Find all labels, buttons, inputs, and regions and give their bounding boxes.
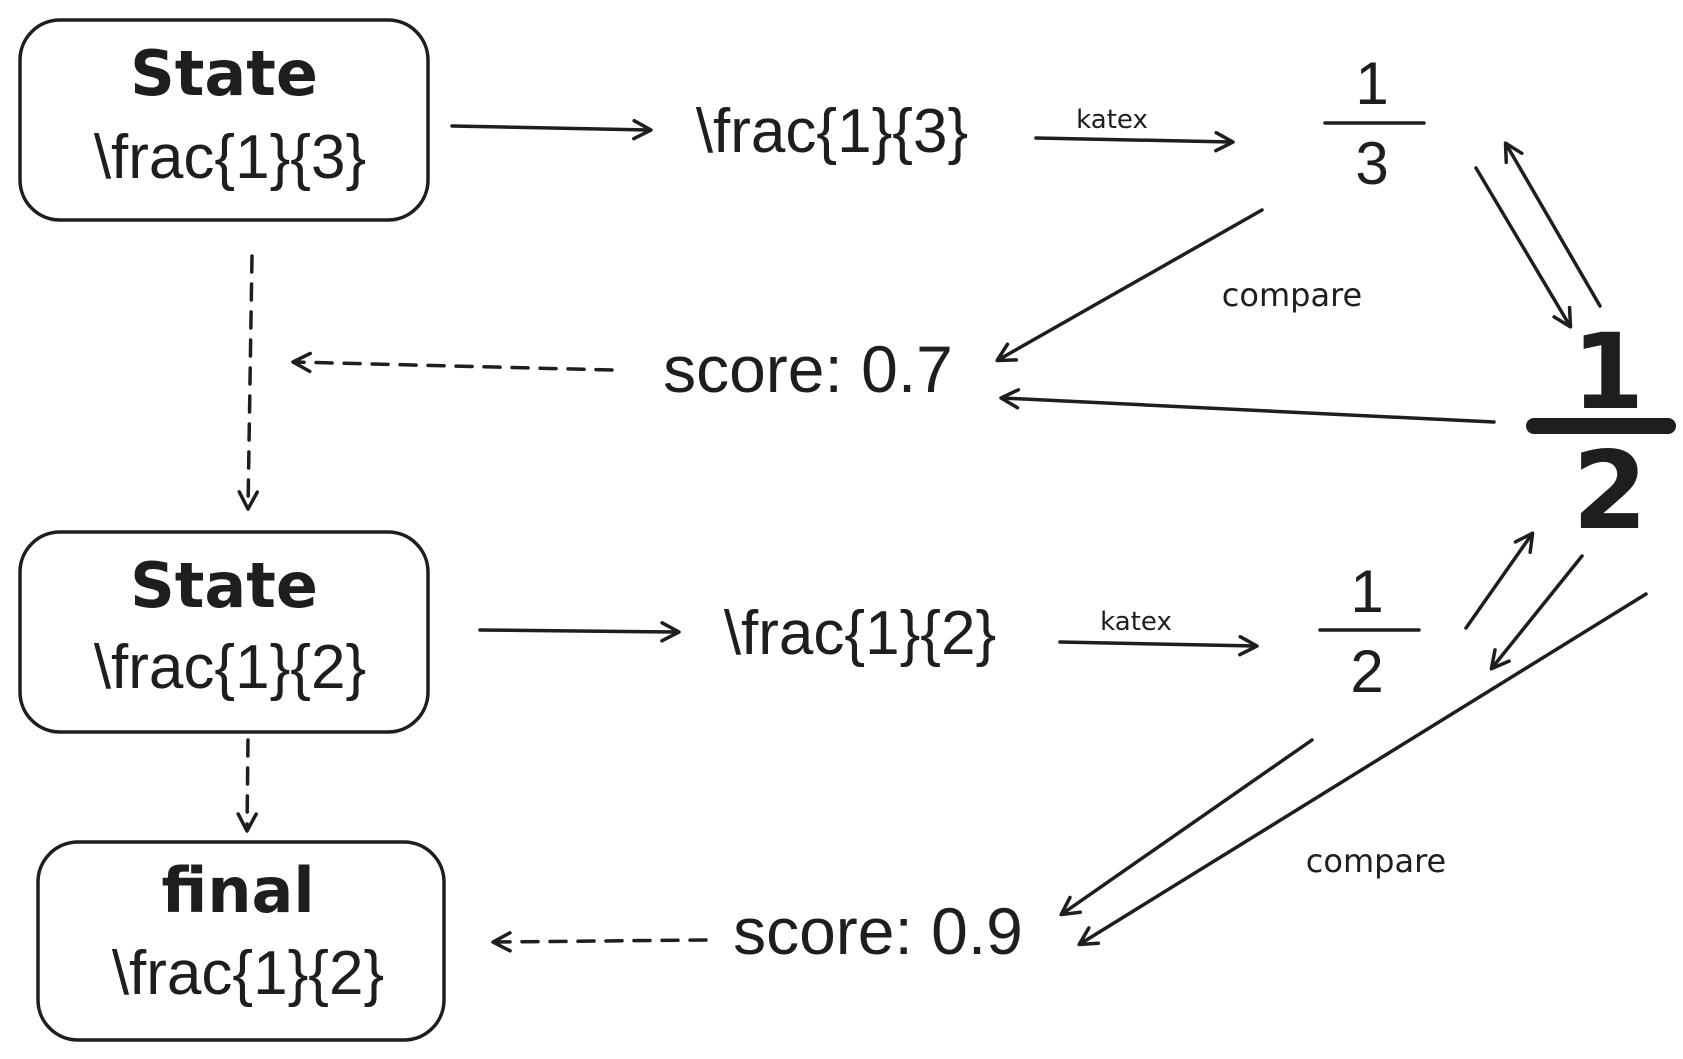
- edge-label-katex-1: katex: [1076, 105, 1148, 135]
- state-node-1-title: State: [130, 37, 318, 110]
- score-label-2: score: 0.9: [733, 894, 1023, 968]
- target-fraction-numerator: 1: [1572, 311, 1644, 433]
- rendered-fraction-1-denominator: 3: [1355, 130, 1388, 197]
- rendered-fraction-2-denominator: 2: [1350, 638, 1383, 705]
- final-node[interactable]: final \frac{1}{2}: [36, 840, 446, 1042]
- dashed-arrow-state2-to-final: [236, 738, 258, 833]
- arrow-compare-target-to-score2: [1077, 592, 1648, 947]
- arrow-compare-target-to-score1: [999, 388, 1496, 424]
- edge-label-katex-2: katex: [1100, 607, 1172, 637]
- arrow-target-to-render1: [1503, 141, 1602, 308]
- arrow-katex-2: [1058, 634, 1259, 657]
- target-fraction: 1 2: [1526, 311, 1676, 554]
- state-node-2-formula: \frac{1}{2}: [94, 633, 366, 702]
- arrow-render1-to-target: [1474, 166, 1573, 329]
- arrow-render2-to-target: [1464, 531, 1535, 630]
- edge-label-compare-2: compare: [1306, 842, 1446, 880]
- final-node-title: final: [161, 854, 314, 927]
- state-node-2-title: State: [130, 549, 318, 622]
- arrow-state2-to-latex2: [478, 621, 681, 643]
- rendered-fraction-2-numerator: 1: [1350, 558, 1383, 625]
- target-fraction-denominator: 2: [1572, 429, 1647, 554]
- arrow-compare-render2-to-score2: [1059, 738, 1314, 917]
- arrow-state1-to-latex1: [450, 118, 653, 141]
- arrow-target-to-render2: [1489, 554, 1584, 671]
- latex-source-2: \frac{1}{2}: [724, 599, 996, 668]
- dashed-arrow-score2-to-final: [491, 931, 708, 953]
- state-node-1[interactable]: State \frac{1}{3}: [18, 18, 430, 222]
- edge-label-compare-1: compare: [1222, 276, 1362, 314]
- state-node-1-formula: \frac{1}{3}: [94, 123, 366, 192]
- latex-source-1: \frac{1}{3}: [696, 97, 968, 166]
- dashed-arrow-score1-back: [291, 351, 614, 374]
- dashed-arrow-state1-to-state2: [237, 254, 260, 511]
- rendered-fraction-1-numerator: 1: [1355, 50, 1388, 117]
- dashed-arrows: [236, 254, 708, 953]
- score-label-1: score: 0.7: [663, 332, 953, 406]
- rendered-fraction-2: 1 2: [1318, 558, 1421, 705]
- arrow-katex-1: [1034, 130, 1235, 153]
- final-node-formula: \frac{1}{2}: [112, 939, 384, 1008]
- rendered-fraction-1: 1 3: [1323, 50, 1426, 197]
- arrows: [450, 118, 1648, 947]
- state-node-2[interactable]: State \frac{1}{2}: [18, 530, 430, 734]
- arrow-compare-render1-to-score1: [995, 208, 1264, 363]
